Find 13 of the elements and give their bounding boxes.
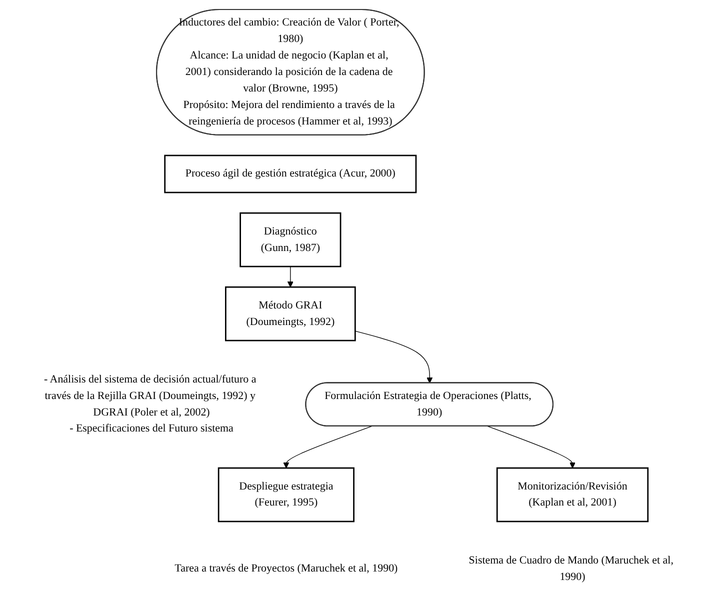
arrow (487, 426, 576, 468)
node-box: Despliegue estrategia (Feurer, 1995) (218, 467, 354, 522)
node-label: - Análisis del sistema de decisión actual/futuro a través de la Rejilla GRAI (Doumeingts, 1992) y DGRAI (Poler et al, 2002) (44, 373, 256, 418)
arrow (354, 330, 433, 384)
node-box: Monitorización/Revisión (Kaplan et al, 2001) (496, 467, 649, 522)
node-box: Proceso ágil de gestión estratégica (Acur, 2000) (164, 154, 417, 194)
node-label: Tarea a través de Proyectos (Maruchek et al, 1990) (174, 562, 398, 574)
arrow (283, 426, 372, 468)
node-label: - Especificaciones del Futuro sistema (70, 422, 234, 434)
node-box: Diagnóstico (Gunn, 1987) (240, 212, 342, 268)
arrow (287, 266, 294, 288)
node-label: Sistema de Cuadro de Mando (Maruchek et al, 1990) (468, 554, 674, 582)
node-box: Método GRAI (Doumeingts, 1992) (225, 286, 356, 342)
